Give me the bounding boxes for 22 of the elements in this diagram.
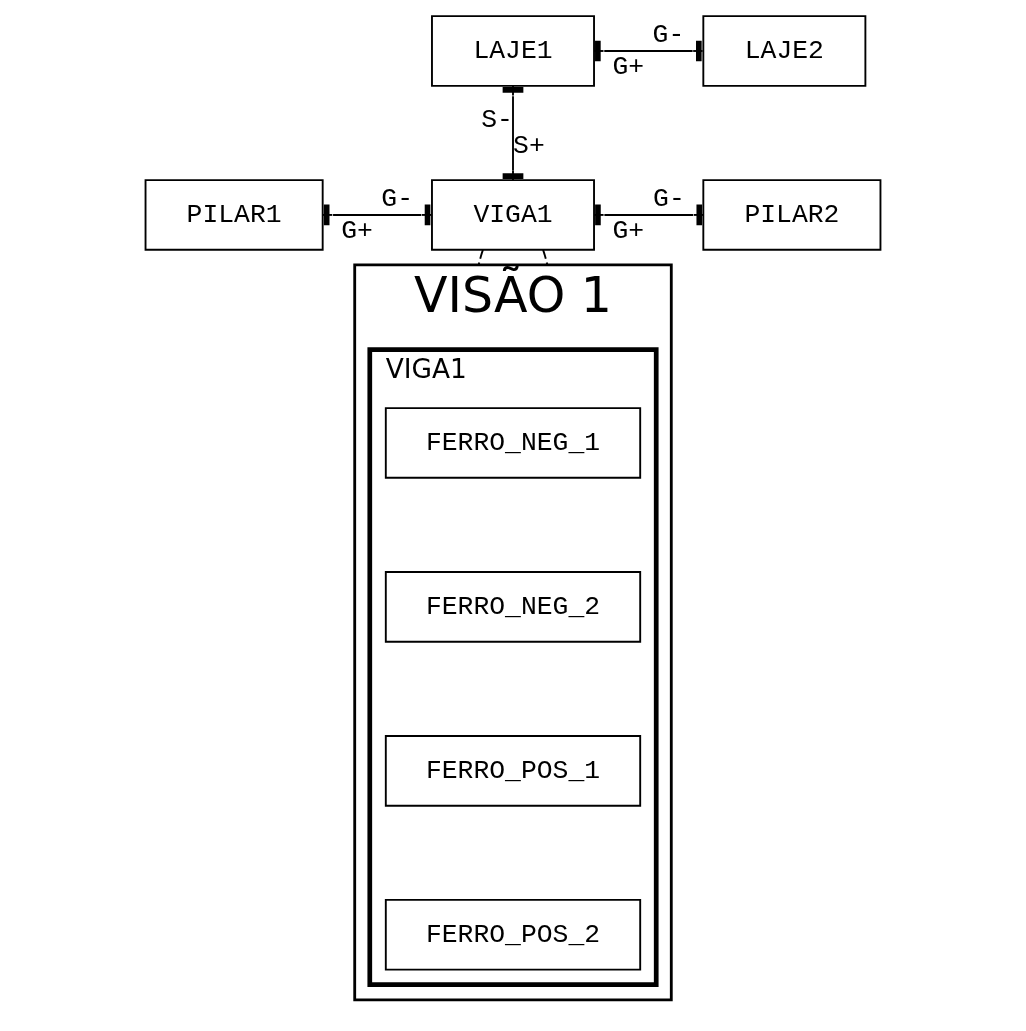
node-box: PILAR2 (702, 179, 882, 251)
node-box: LAJE2 (702, 15, 867, 87)
label: S+ (513, 130, 545, 161)
node-box: FERRO_NEG_2 (384, 571, 642, 643)
node-box: VIGA1 (431, 179, 595, 251)
node-box: FERRO_NEG_1 (384, 407, 642, 479)
node-box: PILAR1 (144, 179, 324, 251)
connector (593, 40, 704, 62)
connector (542, 248, 549, 266)
node-box: LAJE1 (431, 15, 595, 87)
label: S- (481, 105, 513, 136)
label: G+ (341, 215, 373, 246)
label: G+ (612, 215, 645, 246)
label: G- (652, 20, 685, 51)
label: G- (381, 183, 413, 214)
label: G- (653, 183, 685, 214)
connector (477, 248, 484, 266)
label: G+ (612, 51, 645, 82)
connector (593, 204, 704, 226)
node-box: FERRO_POS_2 (384, 898, 642, 971)
node-box: FERRO_POS_1 (384, 735, 642, 807)
connector (502, 85, 524, 181)
